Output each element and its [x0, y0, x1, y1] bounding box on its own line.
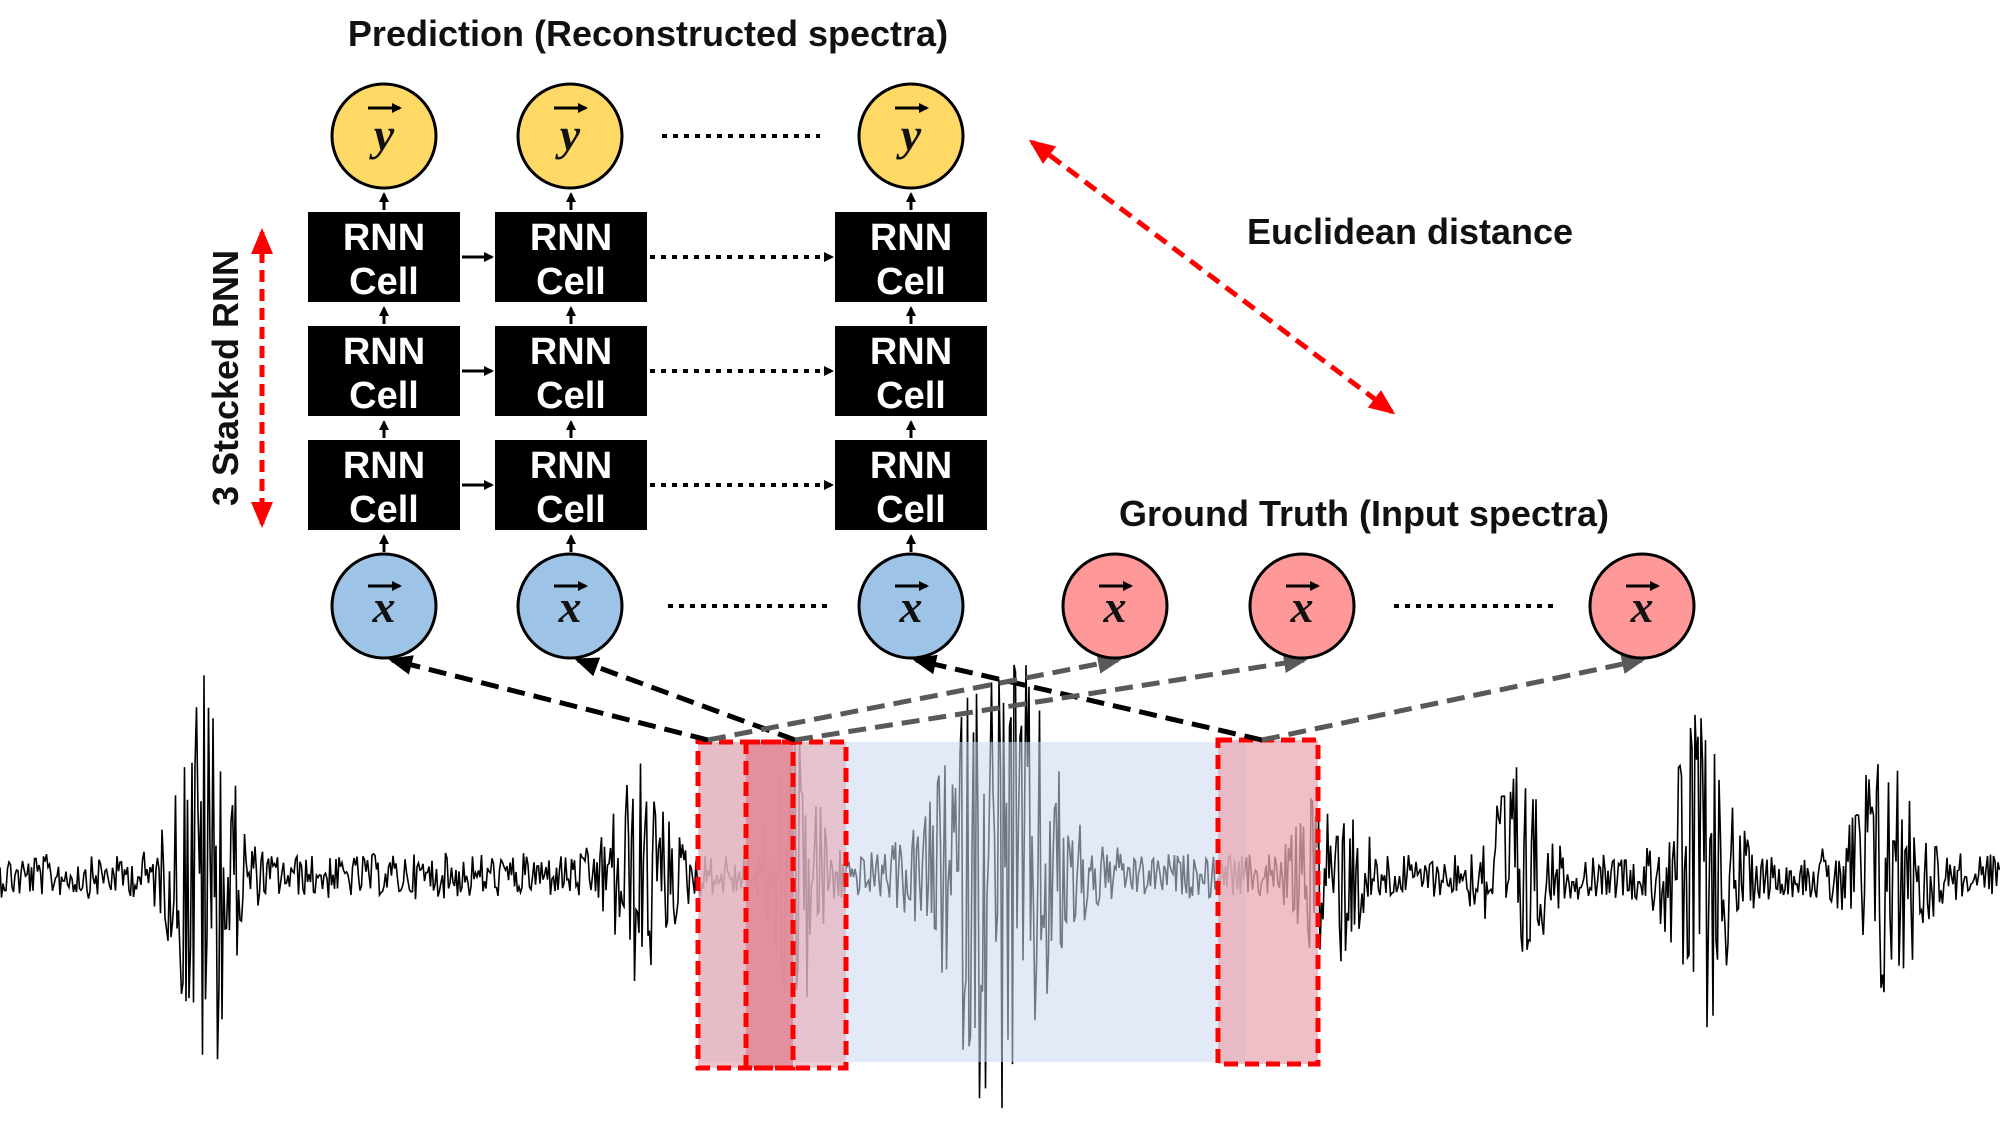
stack-label: 3 Stacked RNN [205, 250, 246, 506]
cell-label-line1: RNN [530, 331, 612, 373]
output-node-2 [516, 82, 624, 190]
ground-truth-label: Ground Truth (Input spectra) [1119, 493, 1609, 534]
waveform-trace [0, 664, 2000, 1109]
cell-label-line2: Cell [349, 375, 419, 417]
input-mapping-arrows [388, 654, 1263, 743]
truth-symbol-1: x [1103, 581, 1127, 632]
cell-label-line1: RNN [870, 445, 952, 487]
output-symbol-3: y [896, 109, 922, 160]
rnn-cell-r3-c2 [495, 440, 647, 530]
cell-label-line1: RNN [870, 331, 952, 373]
truth-symbol-3: x [1630, 581, 1654, 632]
window-overlap [746, 742, 793, 1068]
truth-mapping-arrows [707, 653, 1646, 743]
cell-label-line1: RNN [343, 445, 425, 487]
input-nodes [330, 552, 965, 660]
input-symbol-3: x [899, 581, 923, 632]
distance-label: Euclidean distance [1247, 211, 1573, 252]
output-node-1 [330, 82, 438, 190]
rnn-cell-grid [308, 212, 987, 530]
truth-node-1 [1061, 552, 1169, 660]
horizontal-connectors [462, 252, 834, 490]
cell-label-line2: Cell [876, 375, 946, 417]
cell-label-line1: RNN [530, 445, 612, 487]
cell-label-line2: Cell [536, 375, 606, 417]
cell-label-line2: Cell [876, 261, 946, 303]
rnn-cell-r1-c3 [835, 212, 987, 302]
rnn-cell-labels: RNN Cell RNN Cell RNN Cell RNN Cell RNN … [343, 217, 952, 531]
input-node-3 [857, 552, 965, 660]
truth-nodes [1061, 552, 1696, 660]
rnn-cell-r3-c1 [308, 440, 460, 530]
rnn-cell-r1-c1 [308, 212, 460, 302]
cell-label-line2: Cell [536, 261, 606, 303]
rnn-cell-r2-c3 [835, 326, 987, 416]
input-symbol-1: x [372, 581, 396, 632]
rnn-cell-r2-c1 [308, 326, 460, 416]
diagram-title: Prediction (Reconstructed spectra) [348, 13, 948, 54]
rnn-cell-r2-c2 [495, 326, 647, 416]
output-symbol-2: y [555, 109, 581, 160]
cell-label-line1: RNN [870, 217, 952, 259]
truth-symbol-2: x [1290, 581, 1314, 632]
cell-label-line2: Cell [349, 489, 419, 531]
output-node-3 [857, 82, 965, 190]
cell-label-line1: RNN [530, 217, 612, 259]
rnn-cell-r3-c3 [835, 440, 987, 530]
output-nodes [330, 82, 965, 190]
cell-label-line1: RNN [343, 217, 425, 259]
cell-label-line2: Cell [876, 489, 946, 531]
cell-label-line2: Cell [349, 261, 419, 303]
window-last [1218, 740, 1318, 1064]
vertical-connectors [379, 192, 916, 552]
waveform [0, 664, 2000, 1109]
truth-node-2 [1248, 552, 1356, 660]
cell-label-line1: RNN [343, 331, 425, 373]
input-node-1 [330, 552, 438, 660]
input-node-2 [516, 552, 624, 660]
input-symbol-2: x [558, 581, 582, 632]
input-labels: x x x x x x [372, 581, 1654, 632]
distance-arrow [1028, 139, 1396, 415]
output-symbol-1: y [369, 109, 395, 160]
truth-node-3 [1588, 552, 1696, 660]
rnn-cell-r1-c2 [495, 212, 647, 302]
output-labels: y y y [369, 109, 922, 160]
cell-label-line2: Cell [536, 489, 606, 531]
